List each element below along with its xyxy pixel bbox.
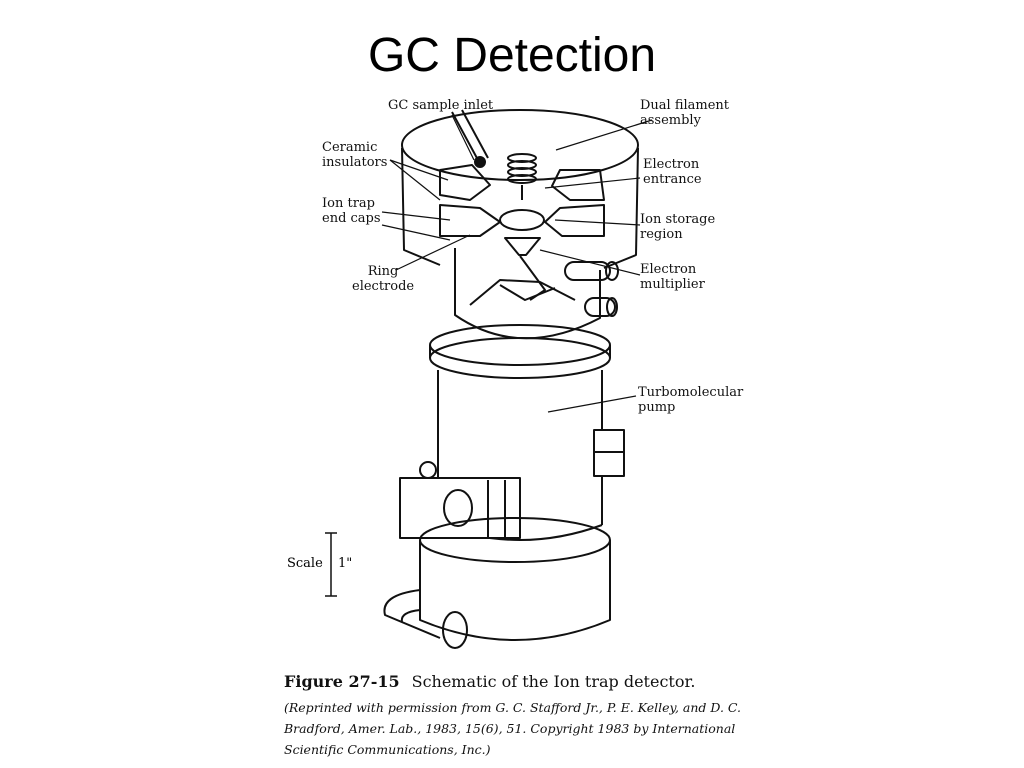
label-line: entrance	[643, 172, 702, 187]
pump-clamp-right	[593, 429, 625, 477]
electron-multiplier-funnel	[504, 237, 541, 256]
credit-line: Scientific Communications, Inc.)	[284, 742, 491, 757]
label-ion-trap-end-caps: Ion trap end caps	[322, 196, 381, 226]
label-line: electrode	[352, 279, 415, 294]
label-electron-entrance: Electron entrance	[643, 157, 702, 187]
label-line: Electron	[640, 262, 697, 277]
label-ion-storage-region: Ion storage region	[640, 212, 715, 242]
ring-electrode-left	[439, 204, 501, 237]
label-line: Ring	[367, 264, 399, 279]
label-line: Electron	[643, 157, 700, 172]
label-line: Ion storage	[640, 212, 716, 227]
figure-title: Schematic of the Ion trap detector.	[411, 672, 696, 691]
label-ceramic-insulators: Ceramic insulators	[322, 140, 387, 170]
figure-caption: Figure 27-15 Schematic of the Ion trap de…	[284, 672, 754, 760]
figure-credit: (Reprinted with permission from G. C. St…	[284, 697, 754, 760]
label-line: pump	[638, 400, 676, 415]
flange-upper	[429, 324, 611, 366]
label-line: region	[640, 227, 683, 242]
label-line: assembly	[640, 113, 701, 128]
ceramic-insulator-upper	[439, 164, 491, 201]
slide-title: GC Detection	[367, 29, 657, 82]
label-turbomolecular-pump: Turbomolecular pump	[638, 385, 743, 415]
housing-wall-left	[401, 147, 441, 266]
scale-value: 1"	[338, 556, 353, 571]
label-line: insulators	[322, 155, 388, 170]
ring-electrode-right	[544, 204, 605, 237]
label-line: Ceramic	[322, 140, 378, 155]
label-line: end caps	[322, 211, 381, 226]
filament-coil	[507, 153, 537, 200]
label-line: Ion trap	[322, 196, 375, 211]
scale-bar	[325, 532, 337, 597]
foreline-elbow	[383, 589, 441, 639]
scale-label: Scale	[287, 556, 323, 571]
credit-line: (Reprinted with permission from G. C. St…	[284, 700, 741, 715]
flange-lower	[429, 337, 611, 379]
label-gc-sample-inlet: GC sample inlet	[388, 98, 494, 113]
label-electron-multiplier: Electron multiplier	[640, 262, 705, 292]
pump-clamp-left	[399, 461, 521, 539]
label-line: multiplier	[640, 277, 705, 292]
label-line: Turbomolecular	[638, 385, 744, 400]
figure-number: Figure 27-15	[284, 672, 400, 691]
ion-trap-endcap-upper	[551, 169, 605, 201]
label-dual-filament: Dual filament assembly	[640, 98, 729, 128]
label-ring-electrode: Ring electrode	[352, 264, 414, 294]
gc-inlet-tube	[451, 109, 489, 161]
base-sides	[419, 540, 611, 641]
ion-storage-region	[499, 209, 545, 231]
label-line: Dual filament	[640, 98, 730, 113]
credit-line: Bradford, Amer. Lab., 1983, 15(6), 51. C…	[284, 721, 736, 736]
caption-heading: Figure 27-15 Schematic of the Ion trap de…	[284, 672, 754, 691]
